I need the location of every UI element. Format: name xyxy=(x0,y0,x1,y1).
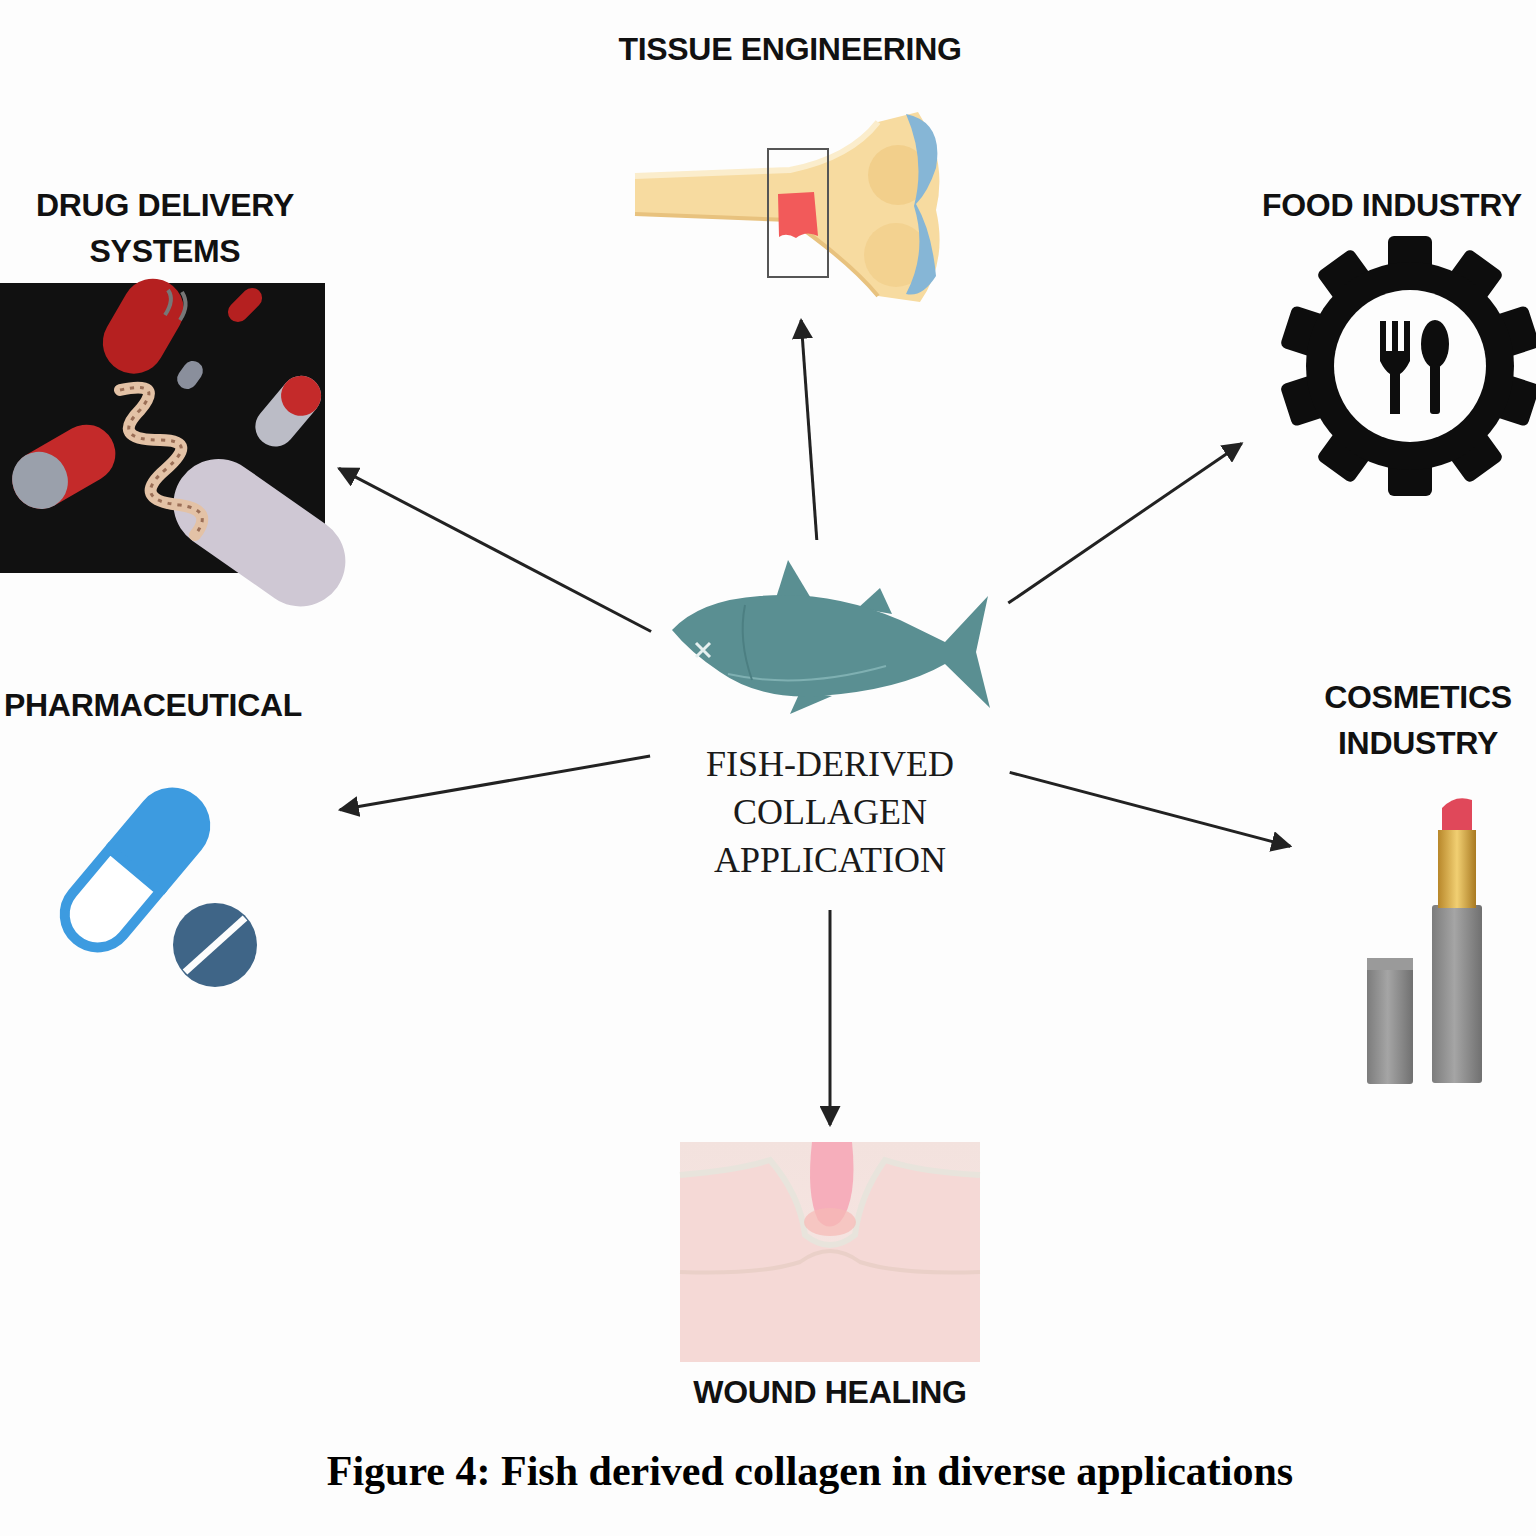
arrow-connector xyxy=(801,320,817,540)
node-label: TISSUE ENGINEERING xyxy=(600,26,980,72)
drug-delivery-illustration-part xyxy=(224,284,266,326)
lipstick-icon xyxy=(1367,798,1482,1084)
drug-delivery-illustration-part xyxy=(92,267,196,385)
figure-caption: Figure 4: Fish derived collagen in diver… xyxy=(60,1447,1536,1495)
arrow-connector xyxy=(829,910,832,1125)
node-label: DRUG DELIVERY SYSTEMS xyxy=(15,182,315,274)
food-gear-icon-part-part xyxy=(1430,364,1440,414)
bone-illustration xyxy=(635,112,940,302)
drug-delivery-illustration-part-part xyxy=(224,284,266,326)
bone-illustration-part xyxy=(778,192,818,238)
drug-delivery-illustration-part-part xyxy=(273,368,329,424)
food-gear-icon xyxy=(1280,236,1536,496)
node-label: COSMETICS INDUSTRY xyxy=(1303,674,1533,766)
drug-delivery-illustration-part-part xyxy=(2,414,126,519)
wound-illustration-part xyxy=(680,1251,980,1273)
pharma-pill-icon xyxy=(47,772,257,987)
bone-illustration-part xyxy=(635,214,878,296)
drug-delivery-illustration-part xyxy=(2,414,126,519)
lipstick-icon-part xyxy=(1367,958,1413,970)
arrow-connector xyxy=(1008,443,1241,603)
drug-delivery-illustration-part-part xyxy=(2,442,79,520)
wound-illustration-part xyxy=(680,1142,980,1362)
drug-delivery-illustration-part-part xyxy=(156,441,363,624)
fish-illustration-part xyxy=(776,560,812,600)
drug-delivery-illustration xyxy=(0,267,363,624)
application-node: FOOD INDUSTRY xyxy=(1250,180,1536,500)
food-gear-icon-part-part xyxy=(1421,320,1449,368)
drug-delivery-illustration-part xyxy=(247,368,329,455)
drug-delivery-illustration-part-part xyxy=(92,267,196,385)
bone-illustration-part xyxy=(635,122,878,176)
node-label: FISH-DERIVED COLLAGEN APPLICATION xyxy=(690,740,970,884)
lipstick-icon-part xyxy=(1432,905,1482,1083)
food-gear-icon-part-part xyxy=(1404,321,1410,353)
bone-illustration-part xyxy=(906,114,937,295)
application-node: COSMETICS INDUSTRY xyxy=(1300,670,1536,1090)
food-gear-icon-part-part xyxy=(1306,262,1514,470)
fish-illustration-part xyxy=(696,643,710,657)
pharma-pill-icon-part xyxy=(173,903,257,987)
arrow-connector xyxy=(1010,772,1291,846)
food-gear-icon-part-part xyxy=(1392,321,1398,353)
food-gear-icon-part-part xyxy=(1380,321,1386,353)
drug-delivery-illustration-part xyxy=(156,441,363,624)
drug-delivery-illustration-part xyxy=(120,388,202,536)
node-label: WOUND HEALING xyxy=(670,1369,990,1415)
food-gear-icon-part xyxy=(1280,236,1536,496)
pharma-pill-icon-part xyxy=(185,918,245,972)
fish-illustration-part xyxy=(672,595,990,708)
lipstick-icon-part xyxy=(1442,798,1472,830)
application-node: DRUG DELIVERY SYSTEMS xyxy=(0,180,330,575)
fish-illustration-part xyxy=(743,605,752,680)
bone-illustration-part xyxy=(635,112,940,302)
pharma-pill-icon-part-part xyxy=(51,849,160,961)
application-node: WOUND HEALING xyxy=(670,1135,990,1420)
arrow-connector xyxy=(339,468,651,631)
application-node: TISSUE ENGINEERING xyxy=(600,20,980,310)
fish-illustration xyxy=(672,560,990,714)
arrow-connector xyxy=(340,756,650,810)
node-label: FOOD INDUSTRY xyxy=(1262,182,1536,228)
lipstick-icon-part xyxy=(1367,958,1413,1084)
food-gear-icon-part-part xyxy=(1380,351,1410,414)
central-node: FISH-DERIVED COLLAGEN APPLICATION xyxy=(660,550,1000,900)
application-node: PHARMACEUTICAL xyxy=(0,680,330,1000)
drug-delivery-illustration-part-part xyxy=(173,357,207,393)
wound-illustration xyxy=(680,1142,980,1362)
drug-delivery-illustration-part xyxy=(173,357,207,393)
lipstick-icon-part xyxy=(1438,830,1476,908)
drug-delivery-illustration-part xyxy=(120,388,202,536)
drug-delivery-illustration-part xyxy=(165,290,186,320)
food-gear-icon-part-part xyxy=(1334,290,1486,442)
wound-illustration-part xyxy=(804,1208,856,1236)
bone-illustration-part xyxy=(768,149,828,277)
node-label: PHARMACEUTICAL xyxy=(4,682,330,728)
drug-delivery-illustration-part-part xyxy=(247,368,329,455)
